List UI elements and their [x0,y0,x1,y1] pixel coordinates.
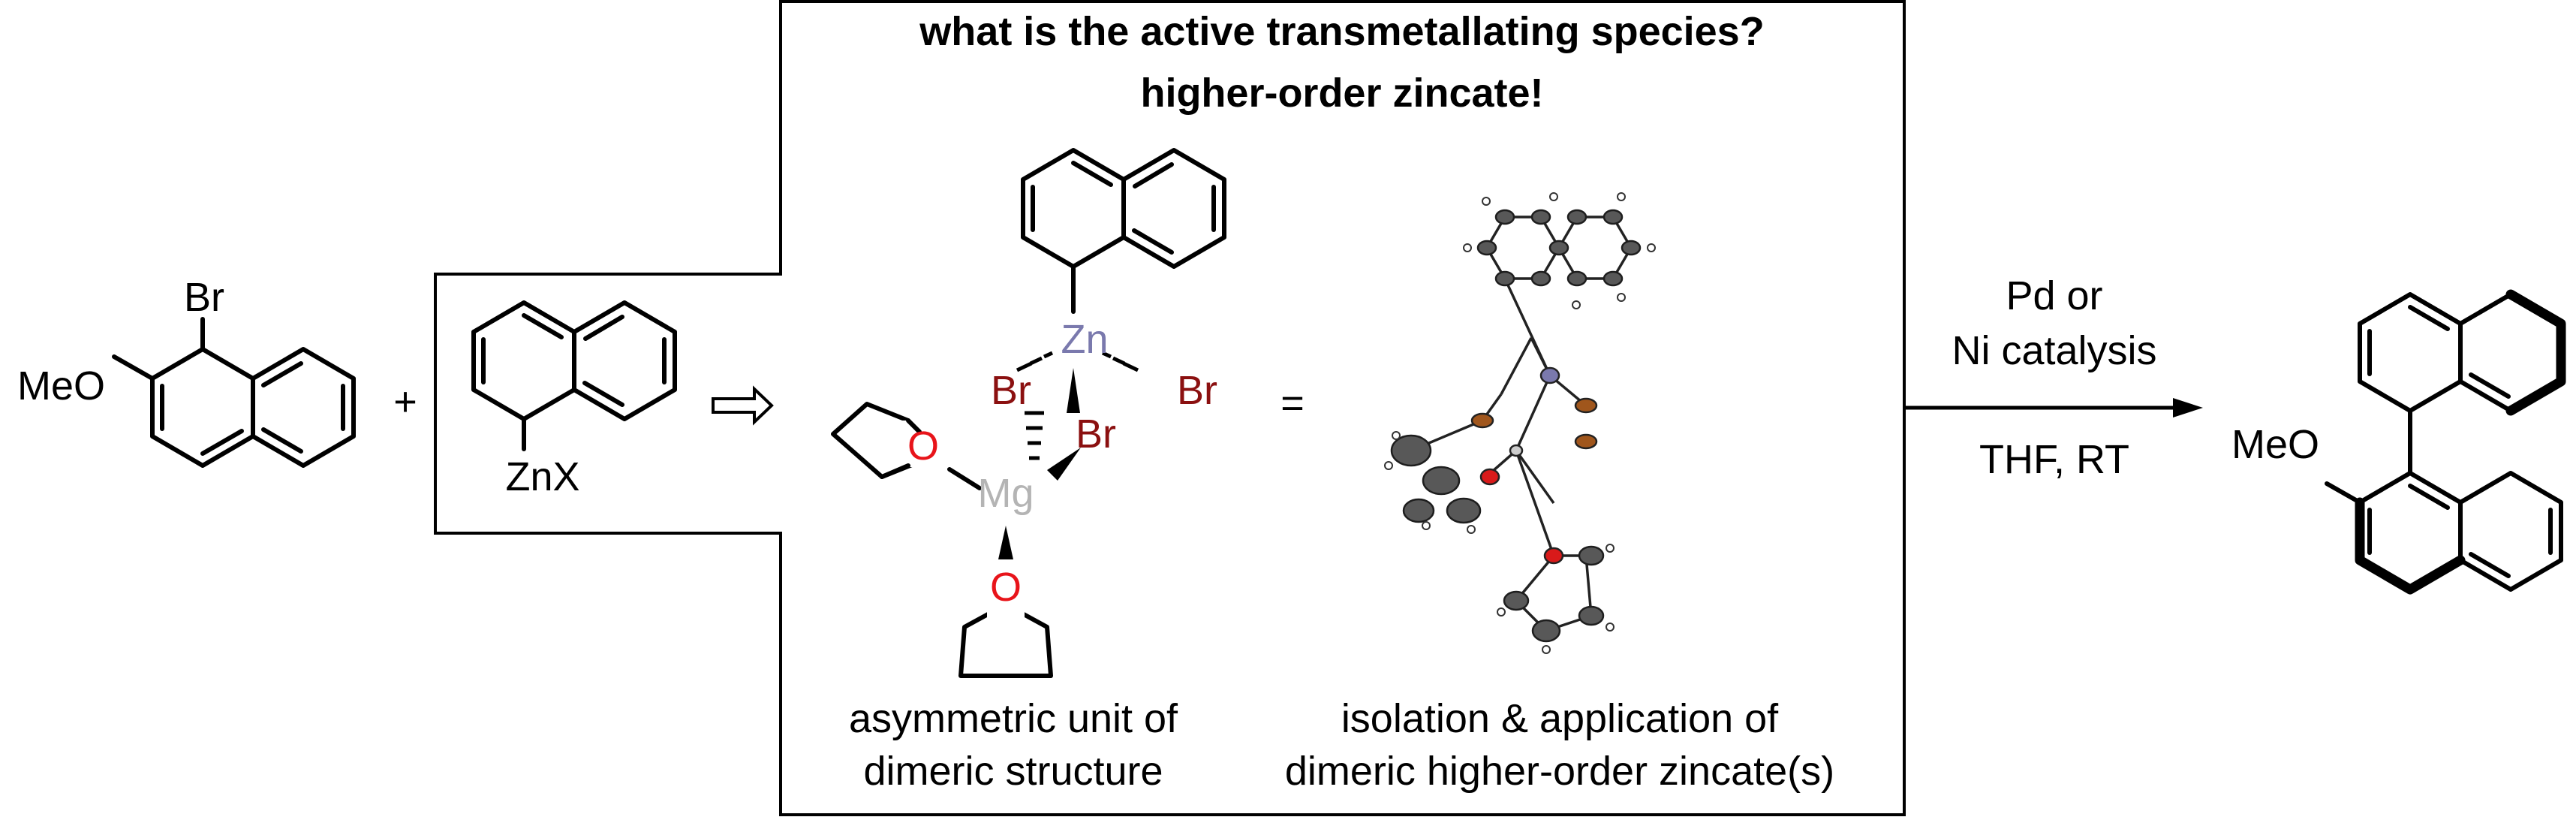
caption-asymmetric-unit-line2: dimeric structure [863,749,1163,794]
br-atom-label-left: Br [991,368,1031,413]
o-atom-label-upper: O [907,424,939,469]
equals-sign: = [1280,381,1305,426]
mg-o-wedge-bond [998,526,1013,559]
product-biaryl: MeO [2231,289,2566,595]
xray-ellipsoid-structure [1384,192,1656,654]
zn-br-wedge-bond [1067,368,1080,413]
caption-asymmetric-unit-line1: asymmetric unit of [849,696,1178,741]
zn-br-hashed-bonds [1016,351,1139,460]
mg-atom-label: Mg [977,471,1034,516]
header-answer: higher-order zincate! [1140,71,1543,116]
caption-isolation-line2: dimeric higher-order zincate(s) [1285,749,1834,794]
reactant-aryl-bromide: Br MeO [17,275,356,468]
mg-br-wedge-bond [1047,448,1081,481]
conditions-solvent-temp: THF, RT [1979,437,2129,482]
br-atom-label-bridging: Br [1076,412,1116,457]
conditions-catalyst-line1: Pd or [2006,273,2102,318]
reagent-naphthylzinc: ZnX [471,300,677,499]
conditions-catalyst-line2: Ni catalysis [1952,328,2156,373]
caption-isolation-line1: isolation & application of [1341,696,1779,741]
reactant-br-label: Br [184,275,224,320]
product-meo-label: MeO [2231,422,2319,467]
plus-sign: + [393,379,417,424]
reaction-arrow-head [2173,398,2203,418]
header-question: what is the active transmetallating spec… [919,9,1764,54]
br-atom-label-right: Br [1177,368,1217,413]
reactant-meo-label: MeO [17,363,105,408]
hollow-arrow-icon [712,385,774,426]
o-atom-label-lower: O [990,565,1022,610]
reagent-znx-label: ZnX [505,454,579,499]
mechanism-box [434,0,1906,816]
zn-atom-label: Zn [1061,317,1108,362]
asymmetric-unit-structure: Zn Br Br Br Mg O O [831,148,1226,678]
